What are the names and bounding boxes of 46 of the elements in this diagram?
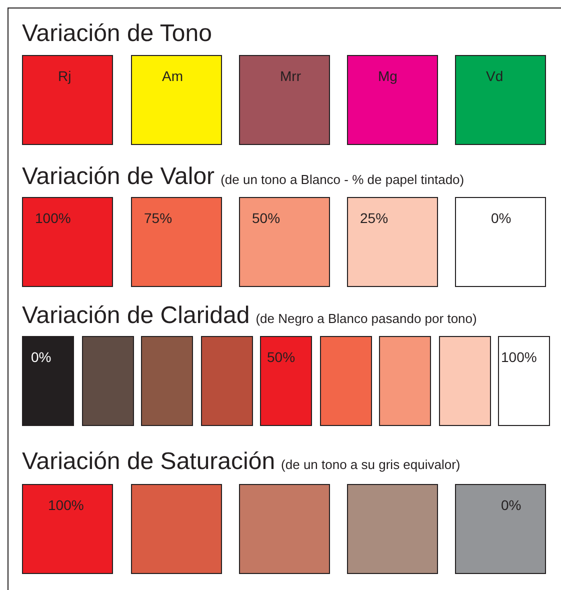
color-swatch [347,55,438,145]
color-swatch [239,197,330,287]
swatch-label: 100% [501,349,537,365]
swatch-label: Mg [378,68,398,84]
color-swatch [131,55,222,145]
swatch-label: 50% [252,210,280,226]
section-heading: Variación de Valor [22,163,215,190]
color-swatch [22,197,113,287]
section-subtitle: (de Negro a Blanco pasando por tono) [256,311,477,326]
section-heading: Variación de Tono [22,20,212,47]
color-swatch [131,484,222,574]
swatch-label: 75% [144,210,172,226]
color-swatch [320,336,372,426]
color-swatch [82,336,134,426]
section-subtitle: (de un tono a su gris equivalor) [281,457,460,472]
swatch-label: Am [162,68,183,84]
color-swatch [347,197,438,287]
color-swatch [439,336,491,426]
swatch-label: Mrr [280,68,301,84]
section-subtitle: (de un tono a Blanco - % de papel tintado) [220,172,464,187]
swatch-label: 50% [267,349,296,365]
color-swatch [260,336,312,426]
color-swatch [379,336,431,426]
color-swatch [22,55,113,145]
color-swatch [455,197,546,287]
color-swatch [498,336,550,426]
swatch-label: 0% [31,349,52,365]
color-swatch [22,336,74,426]
swatch-label: 100% [35,210,71,226]
swatch-label: 0% [501,497,522,513]
color-swatch [239,484,330,574]
color-swatch [455,484,546,574]
swatch-label: Rj [58,68,72,84]
swatch-label: 100% [48,497,84,513]
swatch-label: 25% [360,210,388,226]
color-swatch [22,484,113,574]
section-heading: Variación de Saturación [22,448,276,475]
swatch-label: 0% [491,210,512,226]
color-swatch [131,197,222,287]
color-swatch [239,55,330,145]
color-swatch [455,55,546,145]
swatch-label: Vd [486,68,504,84]
color-swatch [201,336,253,426]
color-swatch [141,336,193,426]
section-heading: Variación de Claridad [22,302,250,329]
color-swatch [347,484,438,574]
